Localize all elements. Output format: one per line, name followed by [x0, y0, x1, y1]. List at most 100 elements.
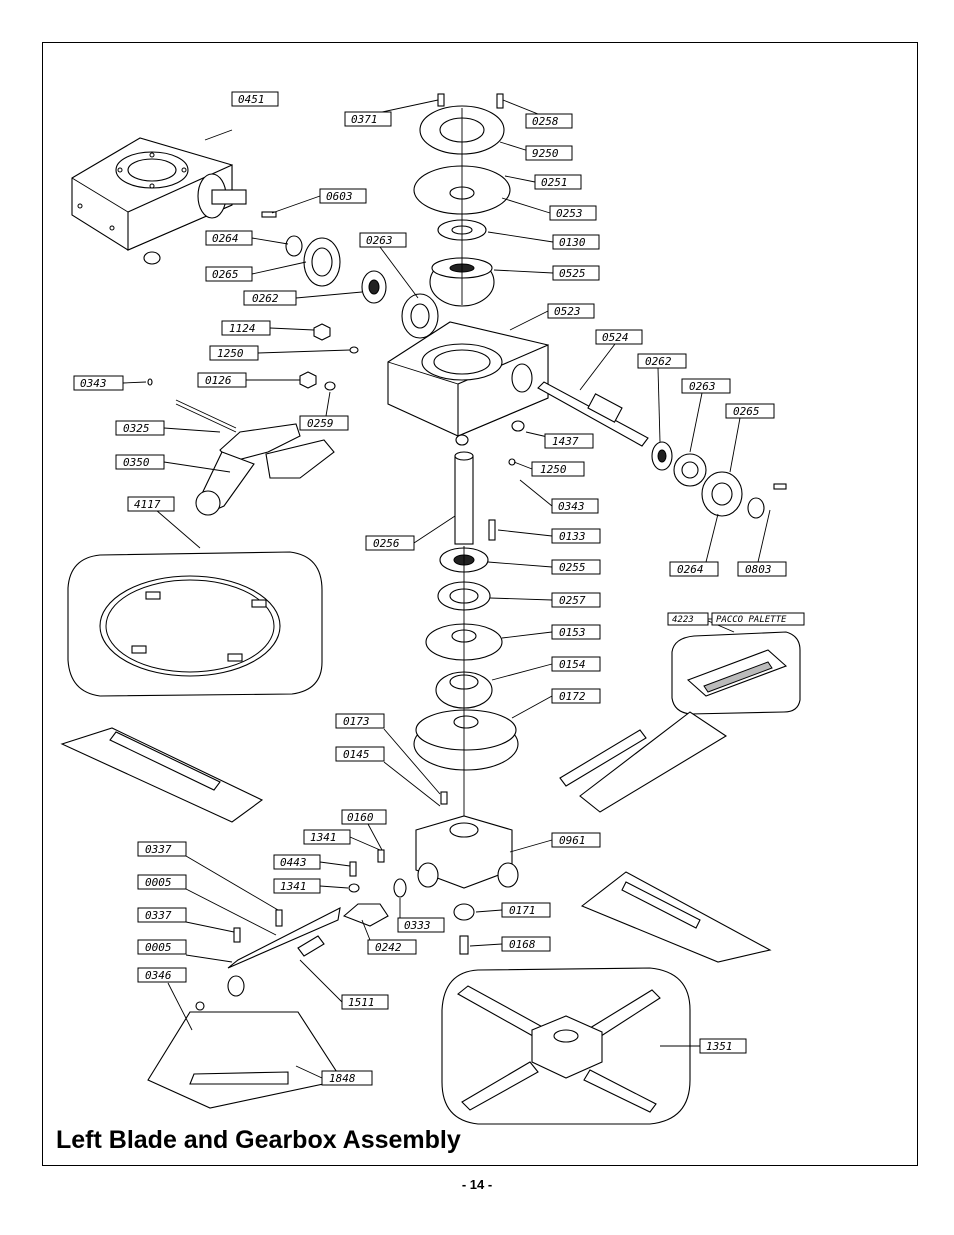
svg-text:0337: 0337: [145, 843, 172, 856]
tag-pacco-palette: PACCO PALETTE: [711, 612, 805, 626]
leader-lines: [122, 99, 771, 1079]
svg-text:0255: 0255: [559, 561, 586, 574]
svg-text:0325: 0325: [123, 422, 150, 435]
page-number: - 14 -: [461, 1177, 493, 1192]
tag-0242: 0242: [367, 939, 417, 955]
tag-0961: 0961: [551, 832, 601, 848]
svg-text:0337: 0337: [145, 909, 172, 922]
tag-1341-bottom: 1341: [273, 878, 321, 894]
svg-text:0259: 0259: [307, 417, 334, 430]
svg-text:0333: 0333: [404, 919, 431, 932]
svg-text:1848: 1848: [329, 1072, 356, 1085]
tag-0172: 0172: [551, 688, 601, 704]
svg-text:0154: 0154: [559, 658, 586, 671]
svg-text:0005: 0005: [145, 876, 172, 889]
tag-0263-right: 0263: [681, 378, 731, 394]
svg-text:0343: 0343: [80, 377, 107, 390]
tag-0265-left: 0265: [205, 266, 253, 282]
svg-text:1250: 1250: [540, 463, 567, 476]
svg-text:0961: 0961: [559, 834, 586, 847]
svg-text:4223: 4223: [672, 615, 694, 625]
tag-1511: 1511: [341, 994, 389, 1010]
svg-text:1511: 1511: [348, 996, 375, 1009]
blade-arms-drawing: [60, 711, 772, 1109]
svg-text:0346: 0346: [145, 969, 172, 982]
svg-text:4117: 4117: [134, 498, 161, 511]
svg-text:0145: 0145: [343, 748, 370, 761]
fork-and-fasteners-drawing: [147, 323, 359, 516]
svg-text:1341: 1341: [280, 880, 307, 893]
tag-0524: 0524: [595, 329, 643, 345]
svg-text:0257: 0257: [559, 594, 586, 607]
tag-0258: 0258: [525, 113, 573, 129]
tag-9250: 9250: [525, 145, 573, 161]
tag-1124: 1124: [221, 320, 271, 336]
tag-0525: 0525: [552, 265, 600, 281]
svg-text:0525: 0525: [559, 267, 586, 280]
svg-text:0443: 0443: [280, 856, 307, 869]
tag-0173: 0173: [335, 713, 385, 729]
tag-1341-top: 1341: [303, 829, 351, 845]
tag-0154: 0154: [551, 656, 601, 672]
svg-text:0133: 0133: [559, 530, 586, 543]
page-title: Left Blade and Gearbox Assembly: [56, 1126, 461, 1154]
tag-1351: 1351: [699, 1038, 747, 1054]
right-shaft-cluster-drawing: [508, 381, 787, 519]
assembled-blades-drawing: [441, 967, 691, 1125]
svg-text:0005: 0005: [145, 941, 172, 954]
tag-0259: 0259: [299, 415, 349, 431]
svg-text:0153: 0153: [559, 626, 586, 639]
svg-text:0343: 0343: [558, 500, 585, 513]
left-bearing-cluster-drawing: [261, 211, 439, 339]
svg-text:0451: 0451: [238, 93, 265, 106]
svg-text:1250: 1250: [217, 347, 244, 360]
svg-text:0350: 0350: [123, 456, 150, 469]
svg-text:0160: 0160: [347, 811, 374, 824]
tag-0343-right: 0343: [551, 498, 599, 514]
main-gearbox-body-drawing: [387, 321, 549, 446]
vertical-shaft-drawing: [454, 451, 496, 545]
svg-text:1124: 1124: [229, 322, 256, 335]
svg-text:0262: 0262: [252, 292, 279, 305]
tag-0126: 0126: [197, 372, 247, 388]
svg-text:0256: 0256: [373, 537, 400, 550]
tag-0251: 0251: [534, 174, 582, 190]
svg-text:9250: 9250: [532, 147, 559, 160]
blade-hub-drawing: [195, 791, 519, 1011]
svg-text:0265: 0265: [733, 405, 760, 418]
tag-1437: 1437: [544, 433, 594, 449]
tag-0262-left: 0262: [243, 290, 297, 306]
tag-1848: 1848: [321, 1070, 373, 1086]
page-border: [42, 42, 918, 1166]
tag-1250-right: 1250: [531, 461, 585, 477]
tag-0005-bottom: 0005: [137, 939, 187, 955]
svg-text:0523: 0523: [554, 305, 581, 318]
tag-0145: 0145: [335, 746, 385, 762]
svg-text:0262: 0262: [645, 355, 672, 368]
tag-0130: 0130: [552, 234, 600, 250]
tag-0451: 0451: [231, 91, 279, 107]
svg-text:0168: 0168: [509, 938, 536, 951]
svg-text:0265: 0265: [212, 268, 239, 281]
svg-text:0172: 0172: [559, 690, 586, 703]
svg-text:0803: 0803: [745, 563, 772, 576]
tag-0325: 0325: [115, 420, 165, 436]
svg-text:0242: 0242: [375, 941, 402, 954]
tag-0005-top: 0005: [137, 874, 187, 890]
gearbox-housing-drawing: [71, 129, 247, 265]
tag-0255: 0255: [551, 559, 601, 575]
svg-text:PACCO PALETTE: PACCO PALETTE: [716, 615, 787, 625]
tag-0171: 0171: [501, 902, 551, 918]
tag-0346: 0346: [137, 967, 187, 983]
tag-0603: 0603: [319, 188, 367, 204]
tag-0337-top: 0337: [137, 841, 187, 857]
svg-text:0126: 0126: [205, 374, 232, 387]
top-cover-stack-drawing: [413, 93, 511, 307]
svg-text:0258: 0258: [532, 115, 559, 128]
tag-0264-left: 0264: [205, 230, 253, 246]
svg-text:0263: 0263: [689, 380, 716, 393]
svg-text:1341: 1341: [310, 831, 337, 844]
svg-text:0130: 0130: [559, 236, 586, 249]
svg-text:0524: 0524: [602, 331, 629, 344]
